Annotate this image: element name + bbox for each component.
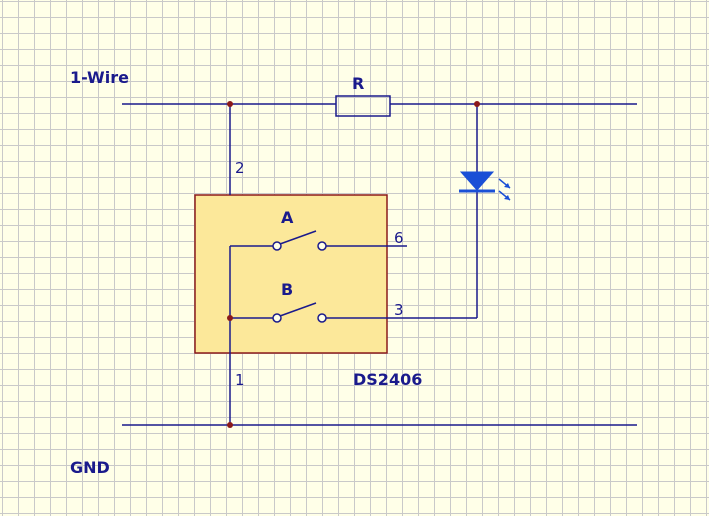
chip-label: DS2406: [353, 370, 422, 389]
junction-node: [227, 101, 233, 107]
pin-1-label: 1: [235, 371, 245, 389]
switch-b-label: B: [281, 280, 293, 299]
ds2406-chip: [194, 194, 388, 354]
gnd-label: GND: [70, 458, 110, 477]
pin-2-label: 2: [235, 159, 245, 177]
switch-a-icon: [230, 230, 407, 251]
resistor-icon: [335, 95, 391, 117]
resistor-label: R: [352, 74, 364, 93]
pin-3-label: 3: [394, 301, 404, 319]
led-icon: [459, 171, 511, 201]
one-wire-label: 1-Wire: [70, 68, 129, 87]
junction-node: [227, 315, 233, 321]
junction-node: [474, 101, 480, 107]
switch-b-icon: [230, 302, 477, 323]
switch-a-label: A: [281, 208, 294, 227]
junction-node: [227, 422, 233, 428]
pin-6-label: 6: [394, 229, 404, 247]
